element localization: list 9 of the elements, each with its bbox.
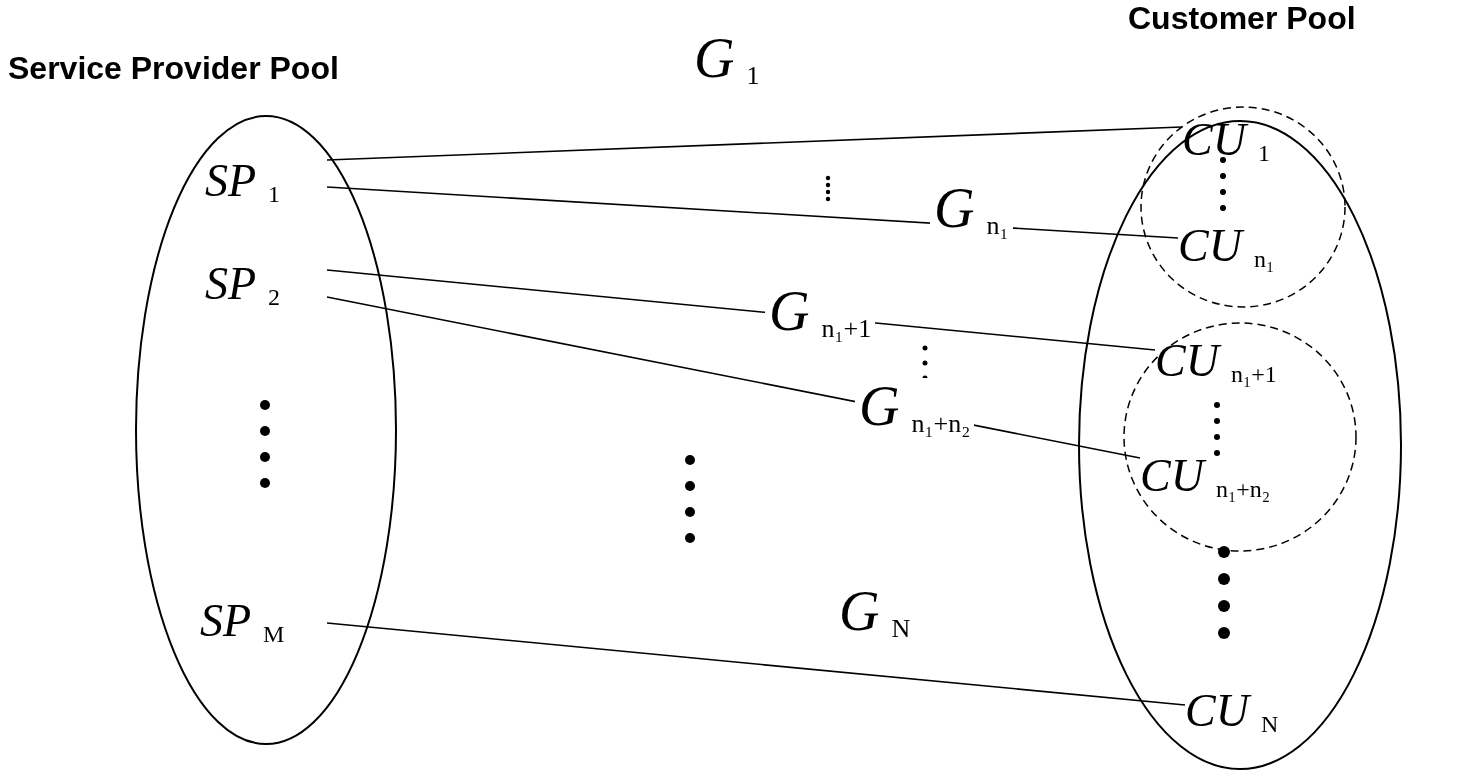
connector-line: [326, 186, 1179, 239]
entity-label: CU$_{1}$: [1182, 117, 1271, 163]
entity-label: SP$_{2}$: [205, 261, 282, 307]
pool-title: Service Provider Pool: [8, 52, 339, 84]
entity-label: SP$_{M}$: [200, 598, 286, 644]
entity-label: SP$_{1}$: [205, 158, 282, 204]
pool-title: Customer Pool: [1128, 2, 1356, 34]
connector-line: [326, 622, 1186, 706]
entity-label: CU$_{N}$: [1185, 688, 1280, 734]
